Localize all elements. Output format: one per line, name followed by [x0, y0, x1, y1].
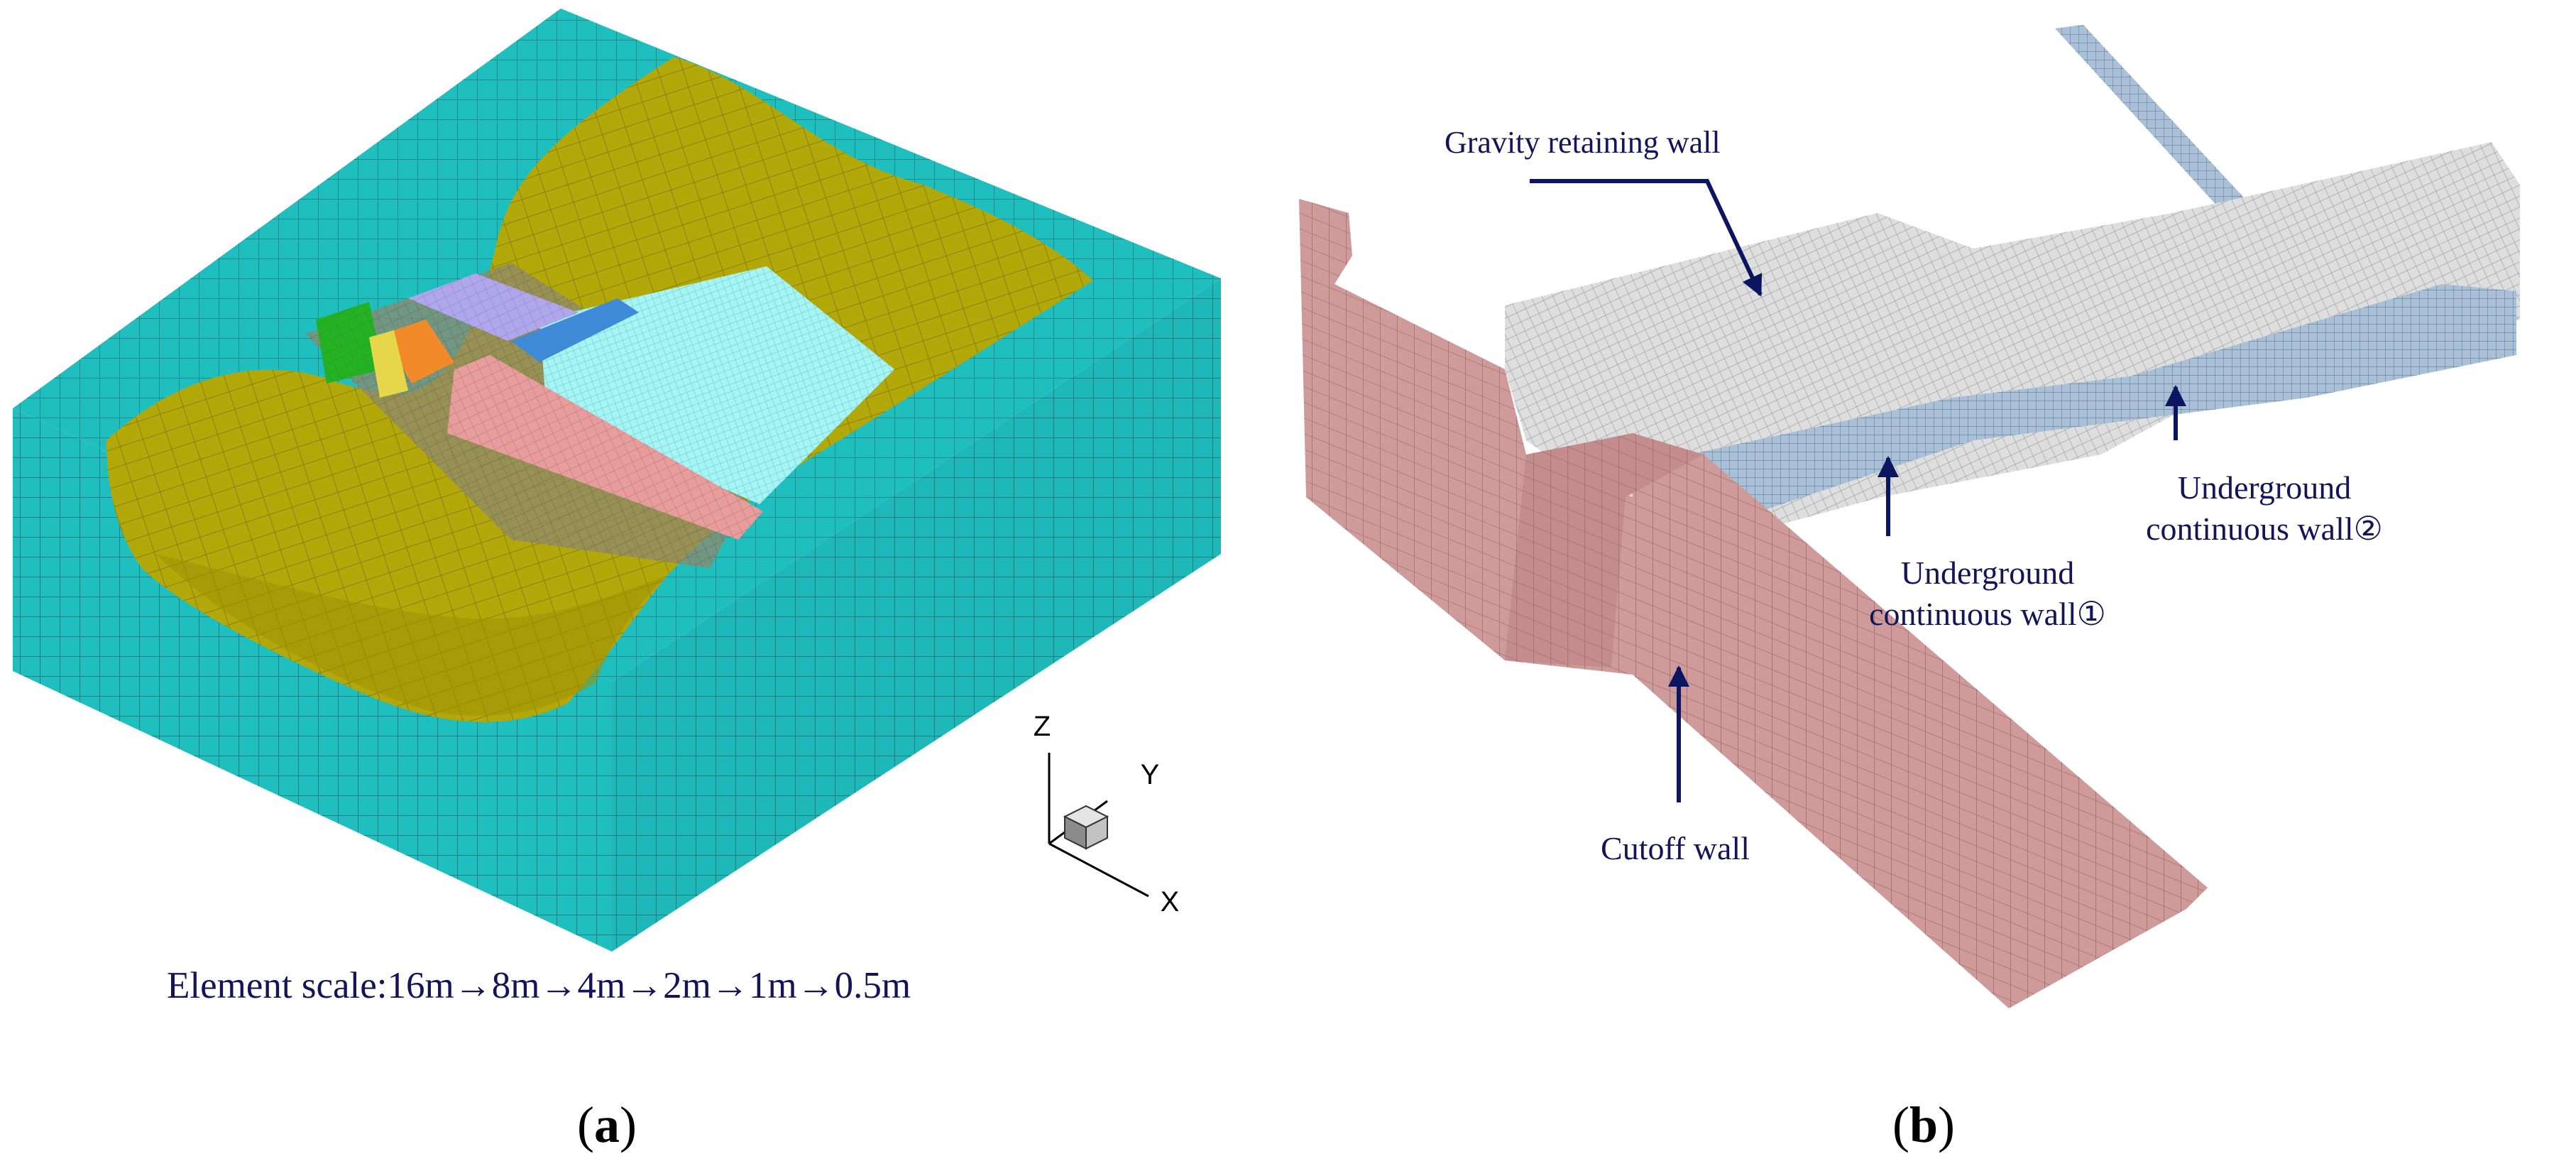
caption-b: (b) [1892, 1096, 1955, 1153]
axis-triad: Z Y X [1034, 711, 1180, 917]
label-continuous-wall-1-line1: Underground [1901, 555, 2074, 591]
element-scale-text: Element scale:16m→8m→4m→2m→1m→0.5m [167, 965, 911, 1006]
label-continuous-wall-2-line1: Underground [2178, 469, 2351, 506]
axis-label-y: Y [1141, 759, 1160, 790]
label-continuous-wall-2-line2: continuous wall② [2146, 511, 2383, 547]
annotation-arrows [1530, 179, 2186, 802]
axis-label-z: Z [1034, 711, 1051, 742]
axis-label-x: X [1161, 886, 1180, 917]
block-orange [383, 320, 454, 383]
panel-a-mesh-model: Z Y X Element scale:16m→8m→4m→2m→1m→0.5m… [13, 9, 1221, 1153]
label-continuous-wall-1-line2: continuous wall① [1869, 596, 2106, 632]
label-cutoff-wall: Cutoff wall [1601, 830, 1750, 866]
block-blue [511, 298, 639, 362]
panel-b-wall-model: Gravity retaining wall Underground conti… [1299, 25, 2520, 1153]
label-gravity-retaining-wall: Gravity retaining wall [1445, 125, 1721, 160]
caption-a: (a) [577, 1096, 637, 1153]
